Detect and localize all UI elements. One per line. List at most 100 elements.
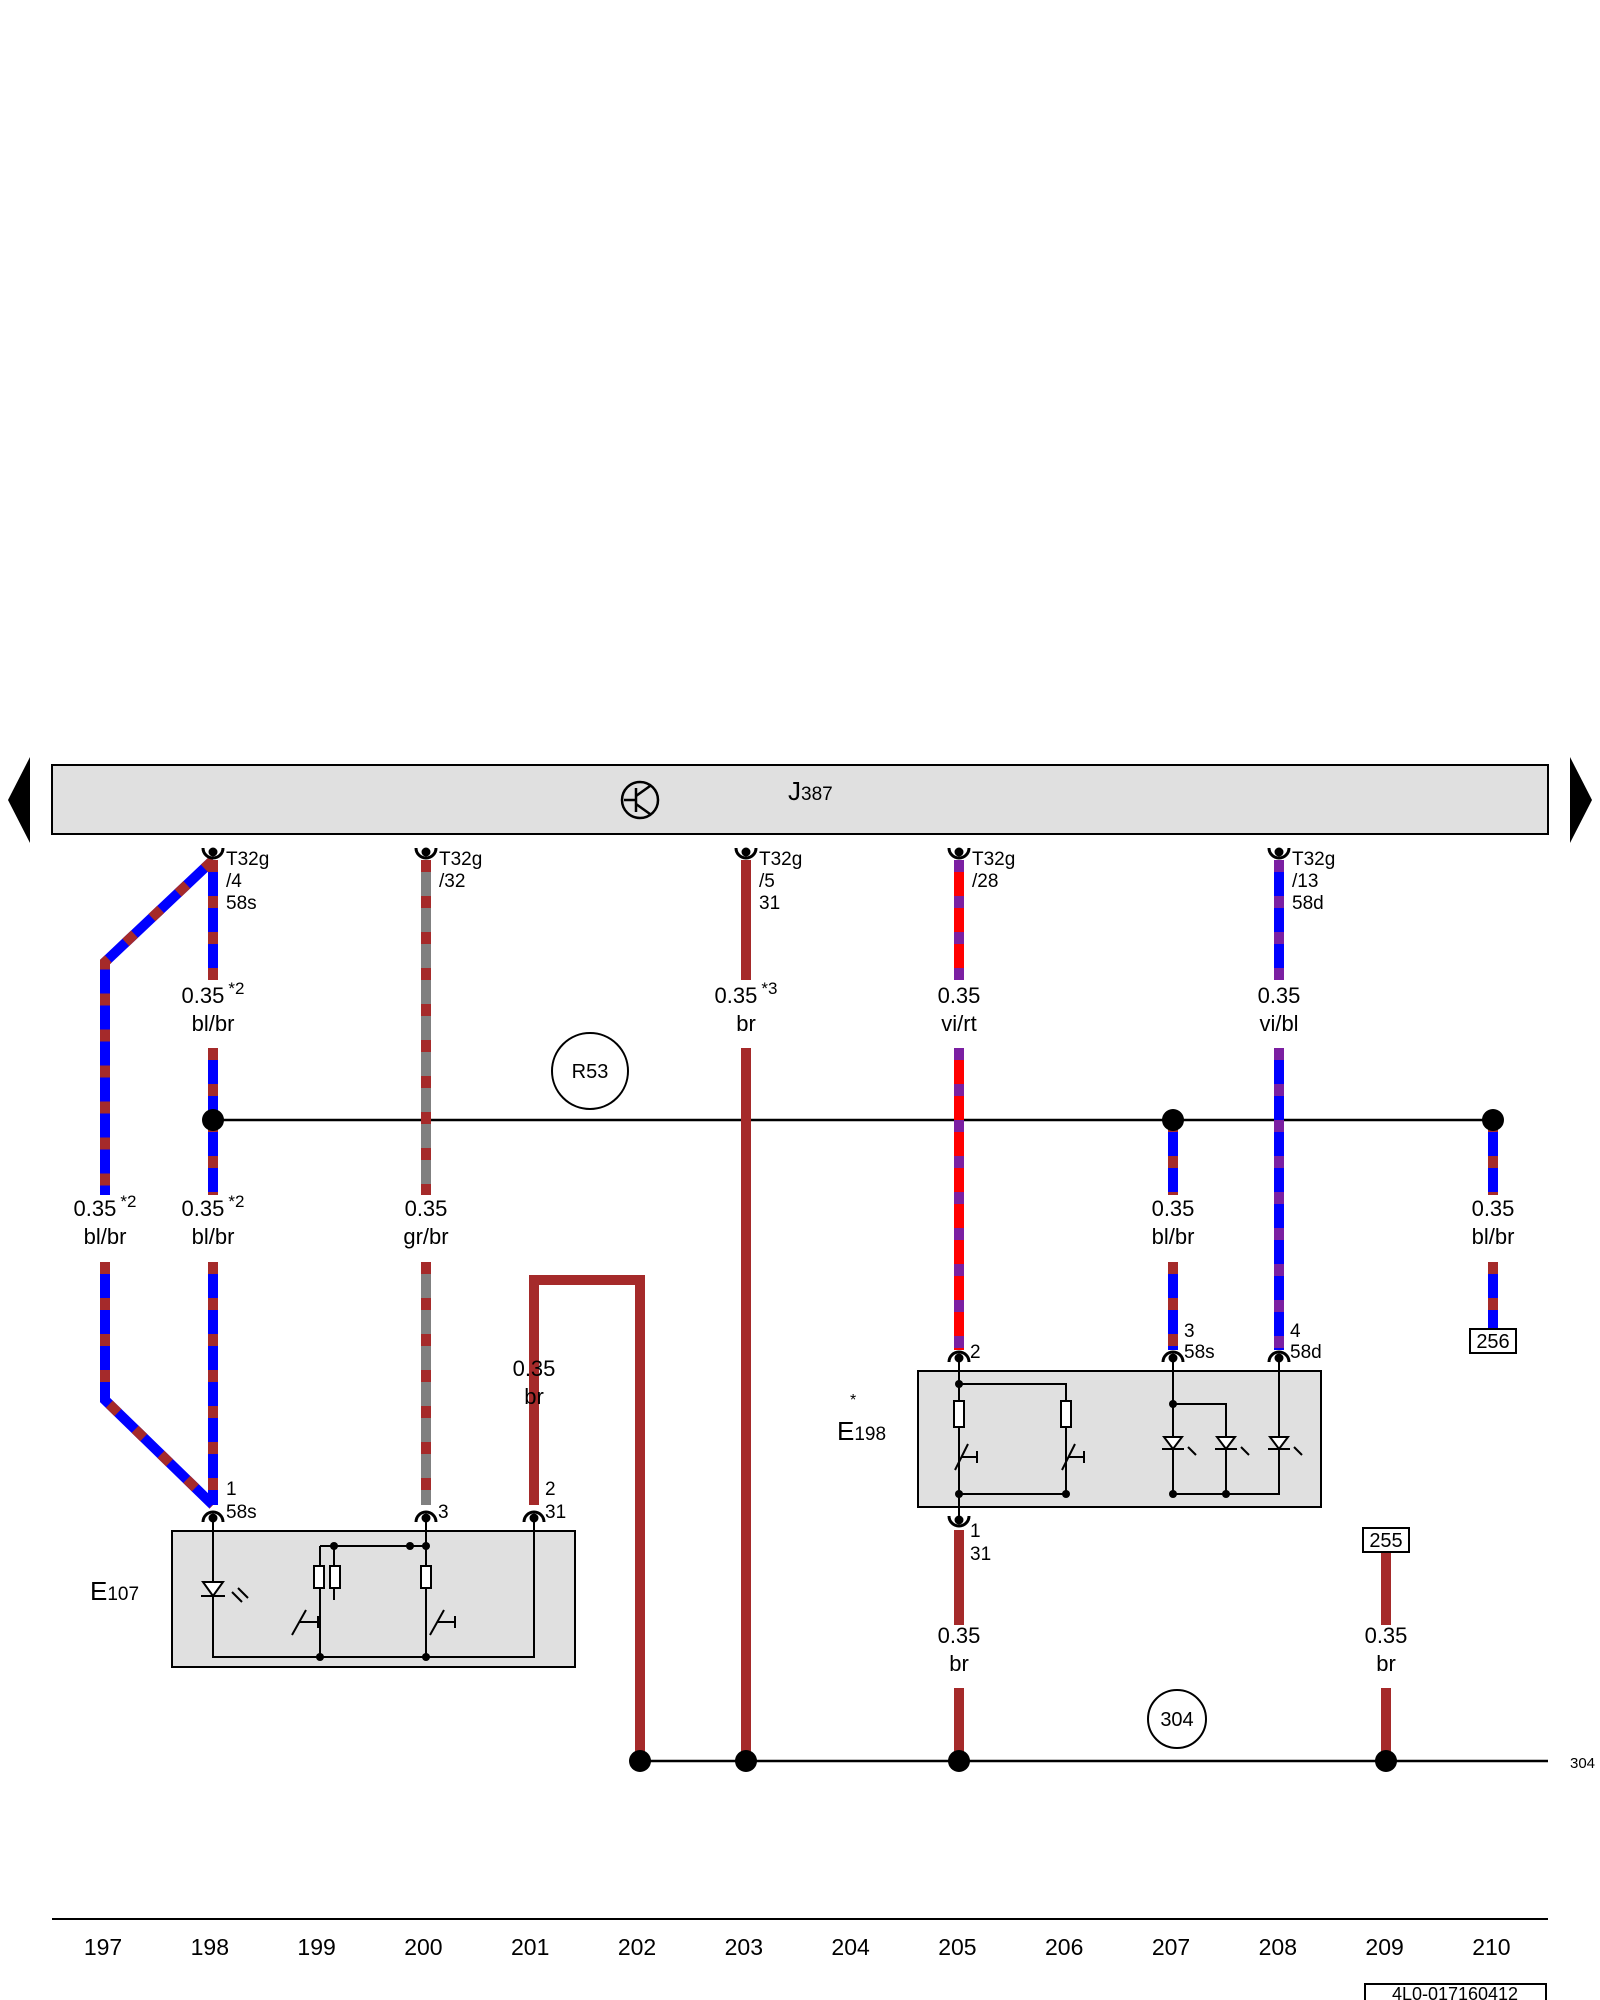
e107-pin2-num: 2 (545, 1479, 556, 1500)
control-unit-j387: J387 (51, 764, 1549, 835)
resistor-icon (953, 1400, 1072, 1428)
wire-205-low-color: br (949, 1651, 969, 1676)
wire-201-color: br (524, 1384, 544, 1409)
ground-dot (735, 1750, 757, 1772)
led-icon (1162, 1436, 1303, 1456)
e198-pin1-term: 31 (970, 1544, 991, 1565)
junction-dot (1482, 1109, 1504, 1131)
j387-name: J (788, 776, 801, 806)
wire-209-color: br (1376, 1651, 1396, 1676)
ground-point-304[interactable]: 304 (1147, 1689, 1207, 1749)
reference-255[interactable]: 255 (1362, 1527, 1410, 1553)
column-number: 204 (831, 1934, 870, 1960)
connector-symbol (1267, 1350, 1291, 1363)
wire-203-label: 0.35*3 (715, 979, 778, 1008)
doc-code: 4L0-017160412 (1392, 1984, 1518, 2000)
ground-point-r53[interactable]: R53 (551, 1032, 629, 1110)
column-number: 210 (1472, 1934, 1510, 1960)
ground-dot (1375, 1750, 1397, 1772)
connector-symbol (1267, 847, 1291, 860)
junction-dot (1162, 1109, 1184, 1131)
doc-code-box (1364, 1983, 1547, 2000)
nav-left-arrow-icon[interactable] (8, 757, 30, 843)
ground-dot (629, 1750, 651, 1772)
p304-label: 304 (1160, 1709, 1193, 1731)
e107-pin1-term: 58s (226, 1502, 257, 1523)
wire-198-top-label: 0.35*2 (182, 979, 245, 1008)
r53-label: R53 (572, 1061, 609, 1083)
component-e198: 2 3 58s 4 58d 1 31 * E198 (837, 1321, 1322, 1565)
column-number: 207 (1152, 1934, 1190, 1960)
c203-pin: /5 (759, 871, 775, 892)
wire-208-color: vi/bl (1259, 1011, 1298, 1036)
connector-symbol (201, 847, 225, 860)
wire-207-size: 0.35 (1152, 1196, 1195, 1221)
resistor-icon (313, 1546, 432, 1600)
reference-256[interactable]: 256 (1469, 1328, 1517, 1354)
wire-208-size: 0.35 (1258, 983, 1301, 1008)
component-e107: 1 58s 3 2 31 E107 (90, 1479, 576, 1668)
e198-pin4-term: 58d (1290, 1342, 1322, 1363)
e107-pin3-num: 3 (438, 1502, 449, 1523)
column-number: 199 (297, 1934, 335, 1960)
e198-label: E198 (837, 1416, 886, 1446)
wire-197-color: bl/br (84, 1224, 127, 1249)
e198-mark: * (850, 1392, 856, 1409)
junction-dot (202, 1109, 224, 1131)
connector-symbol (947, 847, 971, 860)
c198-housing: T32g (226, 849, 269, 870)
column-number: 200 (404, 1934, 442, 1960)
ground-dot (948, 1750, 970, 1772)
wire-205-top-size: 0.35 (938, 983, 981, 1008)
wire-197-label: 0.35*2 (74, 1192, 137, 1221)
c198-pin: /4 (226, 871, 242, 892)
switch-icon (954, 1443, 1085, 1471)
column-number: 205 (938, 1934, 976, 1960)
c198-terminal: 58s (226, 893, 257, 914)
column-number: 203 (725, 1934, 763, 1960)
wire-209-size: 0.35 (1365, 1623, 1408, 1648)
ref-255-label: 255 (1369, 1530, 1402, 1552)
wire-200-color: gr/br (403, 1224, 448, 1249)
connector-symbol (734, 847, 758, 860)
e198-pin2-num: 2 (970, 1342, 981, 1363)
wire-205-low-size: 0.35 (938, 1623, 981, 1648)
wire-198-low-color: bl/br (192, 1224, 235, 1249)
ref-256-label: 256 (1476, 1331, 1509, 1353)
wire-198-top-color: bl/br (192, 1011, 235, 1036)
c208-pin: /13 (1292, 871, 1318, 892)
c208-terminal: 58d (1292, 893, 1324, 914)
wire-210-color: bl/br (1472, 1224, 1515, 1249)
e107-pin2-term: 31 (545, 1502, 566, 1523)
p304-edge-label: 304 (1570, 1755, 1595, 1772)
c205-housing: T32g (972, 849, 1015, 870)
column-number: 201 (511, 1934, 549, 1960)
column-number: 206 (1045, 1934, 1083, 1960)
wire-207-color: bl/br (1152, 1224, 1195, 1249)
c200-pin: /32 (439, 871, 465, 892)
e198-pin3-num: 3 (1184, 1321, 1195, 1342)
c203-housing: T32g (759, 849, 802, 870)
c208-housing: T32g (1292, 849, 1335, 870)
wire-197-bl-br (100, 856, 217, 1509)
led-icon (201, 1581, 249, 1603)
column-number: 208 (1259, 1934, 1297, 1960)
e198-pin1-num: 1 (970, 1521, 981, 1542)
e198-pin4-num: 4 (1290, 1321, 1301, 1342)
wire-201-br (529, 1275, 645, 1761)
column-number: 198 (191, 1934, 229, 1960)
switch-icon (291, 1609, 456, 1636)
wire-201-size: 0.35 (513, 1356, 556, 1381)
c200-housing: T32g (439, 849, 482, 870)
wire-203-color: br (736, 1011, 756, 1036)
c205-pin: /28 (972, 871, 998, 892)
nav-right-arrow-icon[interactable] (1570, 757, 1592, 843)
wire-200-size: 0.35 (405, 1196, 448, 1221)
column-number: 209 (1365, 1934, 1403, 1960)
e107-pin1-num: 1 (226, 1479, 237, 1500)
wire-210-size: 0.35 (1472, 1196, 1515, 1221)
connector-symbol (414, 847, 438, 860)
c203-terminal: 31 (759, 893, 780, 914)
